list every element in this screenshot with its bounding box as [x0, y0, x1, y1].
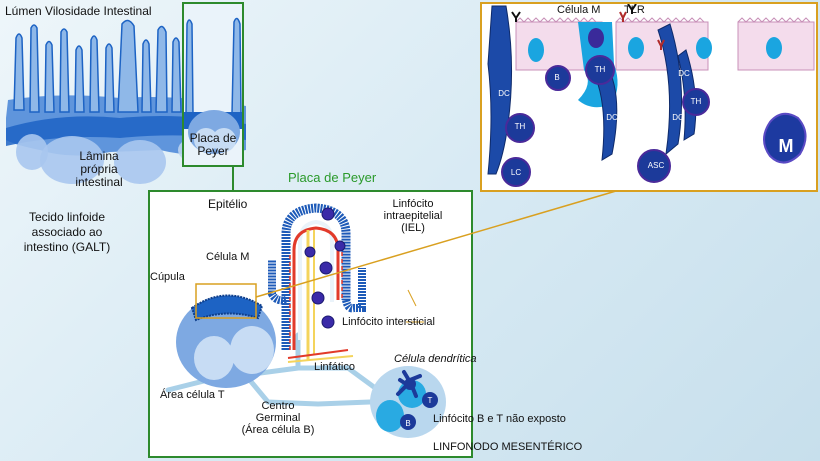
- linfocito-intersticial-label: Linfócito intersticial: [342, 316, 435, 328]
- cupula-label: Cúpula: [150, 271, 185, 283]
- lamina-line-3: intestinal: [75, 175, 123, 189]
- lamina-line-1: Lâmina: [79, 149, 119, 163]
- galt-label: Tecido linfoide associado ao intestino (…: [12, 210, 122, 255]
- peyer-inset-line-2: Peyer: [197, 144, 229, 158]
- detail-cell-lc: LC: [510, 168, 522, 177]
- centro-line-3: (Área célula B): [241, 424, 315, 436]
- centro-line-2: Germinal: [255, 412, 301, 424]
- galt-line-3: intestino (GALT): [23, 240, 111, 254]
- detail-cell-b: B: [554, 73, 560, 82]
- linfocito-bt-label: Linfócito B e T não exposto: [433, 413, 566, 425]
- peyer-inset-line-1: Placa de: [189, 131, 237, 145]
- detail-cell-asc: ASC: [647, 161, 665, 170]
- node-b-label: B: [405, 419, 411, 428]
- peyer-inset-label: Placa de Peyer: [182, 132, 244, 158]
- detail-cell-dc-2: DC: [606, 113, 618, 122]
- lumen-label: Lúmen Vilosidade Intestinal: [5, 4, 152, 18]
- linfatico-label: Linfático: [314, 361, 355, 373]
- centro-line-1: Centro: [261, 400, 295, 412]
- celula-m-label: Célula M: [206, 251, 250, 263]
- peyer-inset-drawing: [184, 4, 242, 165]
- detail-cell-th-2: TH: [594, 65, 606, 74]
- main-panel-title: Placa de Peyer: [288, 170, 377, 185]
- detail-cell-dc-4: DC: [672, 113, 684, 122]
- iel-line-3: (IEL): [401, 222, 425, 234]
- iel-line-1: Linfócito: [392, 198, 434, 210]
- galt-line-1: Tecido linfoide: [28, 210, 106, 224]
- detail-cell-m: M: [778, 136, 794, 156]
- iel-label: Linfócito intraepitelial (IEL): [358, 198, 468, 234]
- lamina-propria-label: Lâmina própria intestinal: [64, 150, 134, 189]
- peyer-drawing: [165, 203, 446, 438]
- centro-germinal-label: Centro Germinal (Área célula B): [228, 400, 328, 436]
- celula-dendritica-label: Célula dendrítica: [394, 353, 477, 365]
- area-celula-t-label: Área célula T: [160, 389, 225, 401]
- epitelio-label: Epitélio: [208, 197, 248, 211]
- detail-drawing: [487, 4, 815, 187]
- detail-cell-dc-3: DC: [678, 69, 690, 78]
- detail-cell-th-3: TH: [690, 97, 702, 106]
- lamina-line-2: própria: [80, 162, 118, 176]
- detail-cell-dc-1: DC: [498, 89, 510, 98]
- iel-line-2: intraepitelial: [383, 210, 443, 222]
- detail-cell-th-1: TH: [514, 122, 526, 131]
- detail-celula-m-label: Célula M: [557, 4, 601, 16]
- linfonodo-label: LINFONODO MESENTÉRICO: [433, 441, 583, 453]
- galt-line-2: associado ao: [31, 225, 103, 239]
- detail-connector-svg: [255, 190, 617, 298]
- peyer-inset-box: [182, 2, 244, 167]
- node-t-label: T: [427, 396, 433, 405]
- detail-tlr-label: TLR: [624, 4, 645, 16]
- inset-connector-line: [232, 167, 234, 191]
